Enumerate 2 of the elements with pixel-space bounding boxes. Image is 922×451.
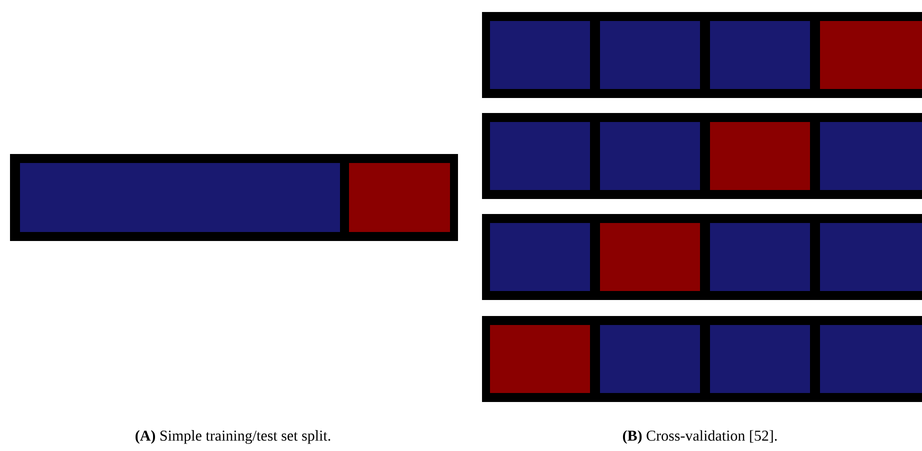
figure-caption: (A) Simple training/test set split. bbox=[136, 430, 330, 444]
figure-caption: (B) Cross-validation [52]. bbox=[622, 430, 777, 444]
